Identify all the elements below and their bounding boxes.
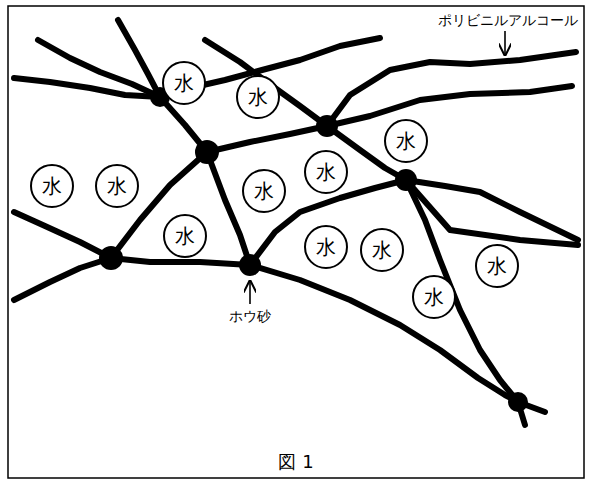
crosslink-dot	[239, 254, 261, 276]
chain	[205, 40, 578, 240]
water-label: 水	[424, 287, 444, 307]
water-label: 水	[316, 162, 336, 182]
crosslink-dot	[99, 246, 123, 270]
polymer-chains	[14, 20, 578, 425]
water-molecule: 水	[95, 164, 139, 208]
frame	[8, 6, 584, 478]
water-label: 水	[254, 181, 274, 201]
water-label: 水	[316, 237, 336, 257]
crosslink-dot	[195, 140, 219, 164]
leader-arrow	[249, 281, 251, 304]
crosslink-dot	[508, 392, 528, 412]
polymer-label: ポリビニルアルコール	[436, 12, 580, 29]
water-molecule: 水	[163, 214, 207, 258]
chain	[14, 152, 250, 265]
water-label: 水	[372, 240, 392, 260]
water-molecule: 水	[162, 61, 206, 105]
crosslink-dot	[395, 169, 417, 191]
water-molecule: 水	[384, 119, 428, 163]
water-molecule: 水	[30, 164, 74, 208]
water-molecule: 水	[236, 75, 280, 119]
chain	[406, 180, 578, 245]
water-molecule: 水	[242, 169, 286, 213]
chain	[327, 52, 576, 126]
leader-arrow	[504, 31, 506, 55]
chain	[14, 258, 545, 412]
water-molecule: 水	[304, 225, 348, 269]
water-label: 水	[42, 176, 62, 196]
chain	[14, 78, 160, 97]
borax-label: ホウ砂	[227, 308, 273, 325]
water-label: 水	[175, 226, 195, 246]
water-molecule: 水	[475, 244, 519, 288]
figure-caption: 図 1	[274, 451, 317, 473]
water-label: 水	[174, 73, 194, 93]
chain	[250, 180, 525, 425]
water-molecule: 水	[412, 275, 456, 319]
water-label: 水	[396, 131, 416, 151]
water-molecule: 水	[360, 228, 404, 272]
crosslink-dot	[316, 115, 338, 137]
water-molecule: 水	[304, 150, 348, 194]
water-label: 水	[487, 256, 507, 276]
borax-crosslinks	[99, 87, 528, 412]
water-label: 水	[107, 176, 127, 196]
water-label: 水	[248, 87, 268, 107]
